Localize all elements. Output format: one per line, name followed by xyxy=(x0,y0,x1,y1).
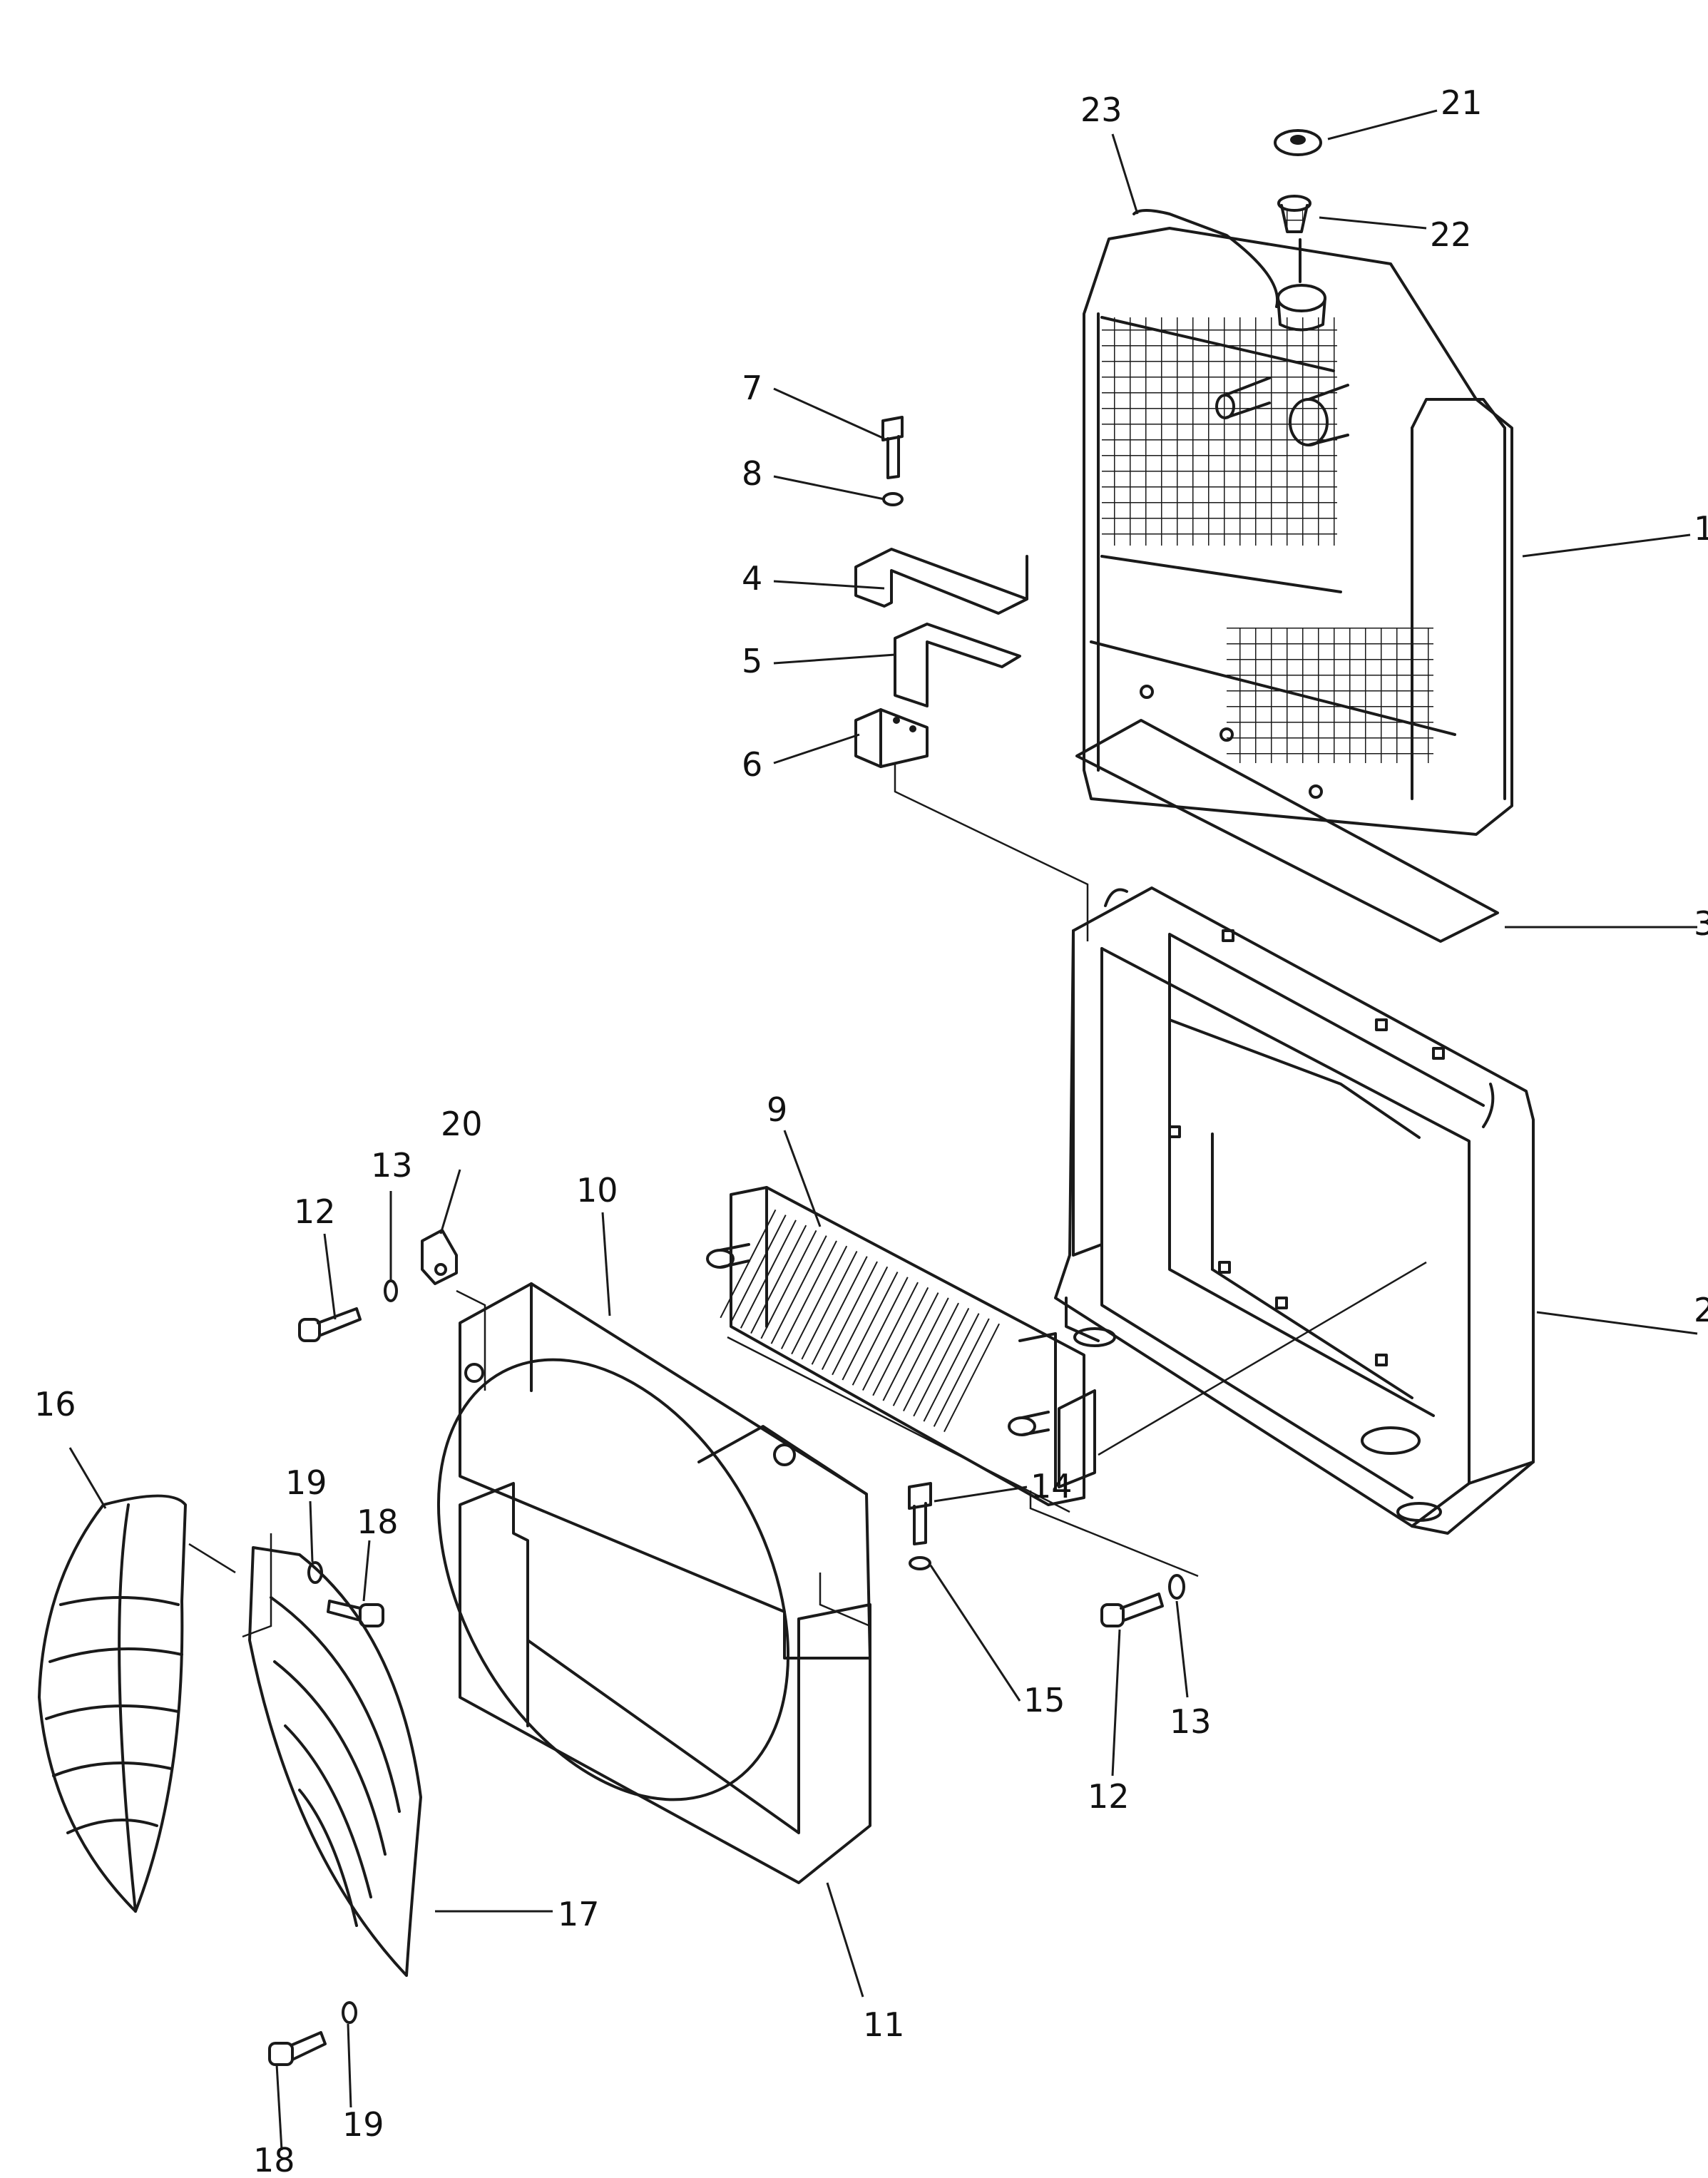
radiator xyxy=(1083,209,1513,836)
callout-labels: 1 2 3 4 5 6 7 8 9 10 11 12 12 13 13 14 1… xyxy=(34,83,1708,2178)
callout-6: 6 xyxy=(742,745,762,784)
washer-19-upper xyxy=(307,1561,323,1584)
callout-12b: 12 xyxy=(1088,1777,1130,1816)
callout-23: 23 xyxy=(1080,91,1123,129)
callout-3: 3 xyxy=(1694,904,1708,943)
seal-pad xyxy=(1075,719,1499,943)
washer-15 xyxy=(909,1556,931,1570)
callout-20: 20 xyxy=(441,1105,483,1143)
washer-13-left xyxy=(384,1279,398,1302)
strainer xyxy=(1277,195,1311,283)
callout-13a: 13 xyxy=(371,1146,413,1185)
bracket-lower xyxy=(894,623,1021,707)
callout-19b: 19 xyxy=(342,2105,384,2144)
callout-14: 14 xyxy=(1031,1467,1073,1505)
radiator-cap xyxy=(1274,129,1322,156)
bolt-18-upper xyxy=(327,1600,384,1627)
oil-cooler xyxy=(706,1186,1096,1506)
bracket-plate xyxy=(854,708,929,768)
callout-8: 8 xyxy=(742,454,762,493)
bolt-14 xyxy=(908,1482,932,1545)
callout-11: 11 xyxy=(863,2005,905,2044)
callout-2: 2 xyxy=(1694,1291,1708,1329)
callout-16: 16 xyxy=(34,1385,76,1423)
fan-guard-left xyxy=(38,1494,187,1913)
callout-18b: 18 xyxy=(357,1503,399,1541)
callout-19a: 19 xyxy=(285,1463,327,1502)
leader-lines xyxy=(68,109,1698,2151)
bolt-12-left xyxy=(298,1307,362,1342)
fan-guard-right xyxy=(248,1546,422,1977)
callout-10: 10 xyxy=(576,1171,618,1210)
callout-15: 15 xyxy=(1023,1681,1065,1719)
bracket-20 xyxy=(421,1229,458,1285)
washer-13-right xyxy=(1168,1574,1185,1600)
radiator-frame xyxy=(1054,886,1535,1535)
callout-7: 7 xyxy=(742,369,762,407)
fan-shroud-lower xyxy=(459,1482,871,1884)
callout-18a: 18 xyxy=(253,2141,295,2178)
assembly-lines xyxy=(188,763,1427,1638)
washer-8 xyxy=(882,492,904,506)
washer-19-lower xyxy=(342,2001,357,2024)
callout-9: 9 xyxy=(767,1090,787,1129)
fan-shroud xyxy=(436,1282,871,1801)
bracket-upper xyxy=(854,548,1028,615)
callout-4: 4 xyxy=(742,559,762,598)
callout-5: 5 xyxy=(742,642,762,680)
bolt-18-lower xyxy=(268,2031,327,2066)
callout-1: 1 xyxy=(1694,509,1708,548)
callout-21: 21 xyxy=(1441,83,1483,122)
bolt-12-right xyxy=(1100,1592,1164,1627)
bolt-7 xyxy=(881,416,904,479)
callout-12a: 12 xyxy=(294,1192,336,1231)
callout-17: 17 xyxy=(558,1895,600,1933)
callout-22: 22 xyxy=(1430,215,1472,254)
callout-13b: 13 xyxy=(1170,1702,1212,1741)
